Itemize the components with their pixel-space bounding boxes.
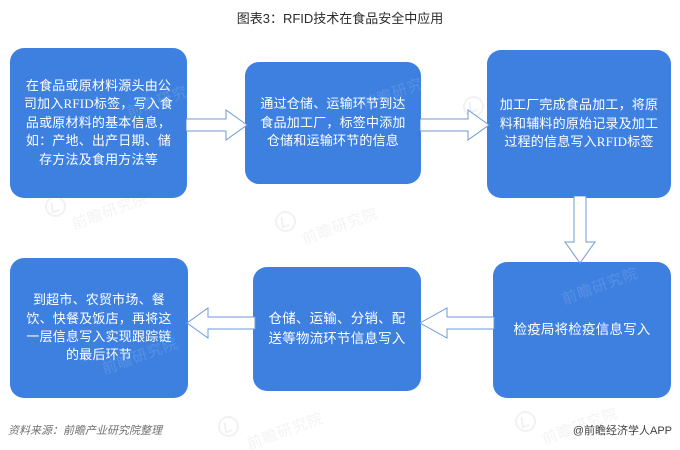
flow-node-label: 通过仓储、运输环节到达食品加工厂，标签中添加仓储和运输环节的信息	[260, 96, 406, 149]
flow-node-retail-final-link[interactable]: 到超市、农贸市场、餐饮、快餐及饭店，再将这一层信息写入实现跟踪链的最后环节	[10, 258, 188, 398]
flow-node-label: 仓储、运输、分销、配送等物流环节信息写入	[268, 310, 406, 346]
arrow-down-icon	[562, 196, 598, 264]
arrow-left-icon	[419, 305, 495, 341]
page-title: 图表3：RFID技术在食品安全中应用	[236, 11, 444, 26]
flow-node-processing-plant[interactable]: 加工厂完成食品加工，将原料和辅料的原始记录及加工过程的信息写入RFID标签	[487, 50, 671, 198]
flow-node-label: 到超市、农贸市场、餐饮、快餐及饭店，再将这一层信息写入实现跟踪链的最后环节	[26, 292, 172, 363]
watermark-text: 前瞻研究院	[300, 205, 381, 249]
flow-node-warehouse-transport[interactable]: 通过仓储、运输环节到达食品加工厂，标签中添加仓储和运输环节的信息	[245, 62, 421, 184]
watermark-text: 前瞻研究院	[245, 410, 326, 450]
flow-node-logistics-distribution[interactable]: 仓储、运输、分销、配送等物流环节信息写入	[253, 267, 421, 391]
flow-node-source-tagging[interactable]: 在食品或原材料源头由公司加入RFID标签，写入食品或原材料的基本信息，如：产地、…	[10, 48, 187, 198]
source-note: 资料来源：前瞻产业研究院整理	[8, 425, 162, 437]
arrow-left-icon	[186, 305, 256, 341]
flow-node-label: 在食品或原材料源头由公司加入RFID标签，写入食品或原材料的基本信息，如：产地、…	[23, 77, 174, 167]
arrow-right-icon	[186, 107, 248, 143]
qianzhan-logo-icon	[512, 408, 539, 435]
qianzhan-logo-icon	[272, 208, 299, 235]
qianzhan-logo-icon	[215, 413, 242, 440]
brand-label: @前瞻经济学人APP	[572, 425, 672, 437]
flow-node-label: 加工厂完成食品加工，将原料和辅料的原始记录及加工过程的信息写入RFID标签	[499, 97, 659, 150]
flow-node-label: 检疫局将检疫信息写入	[513, 321, 651, 337]
arrow-right-icon	[420, 107, 490, 143]
flow-node-quarantine-bureau[interactable]: 检疫局将检疫信息写入	[493, 262, 671, 398]
